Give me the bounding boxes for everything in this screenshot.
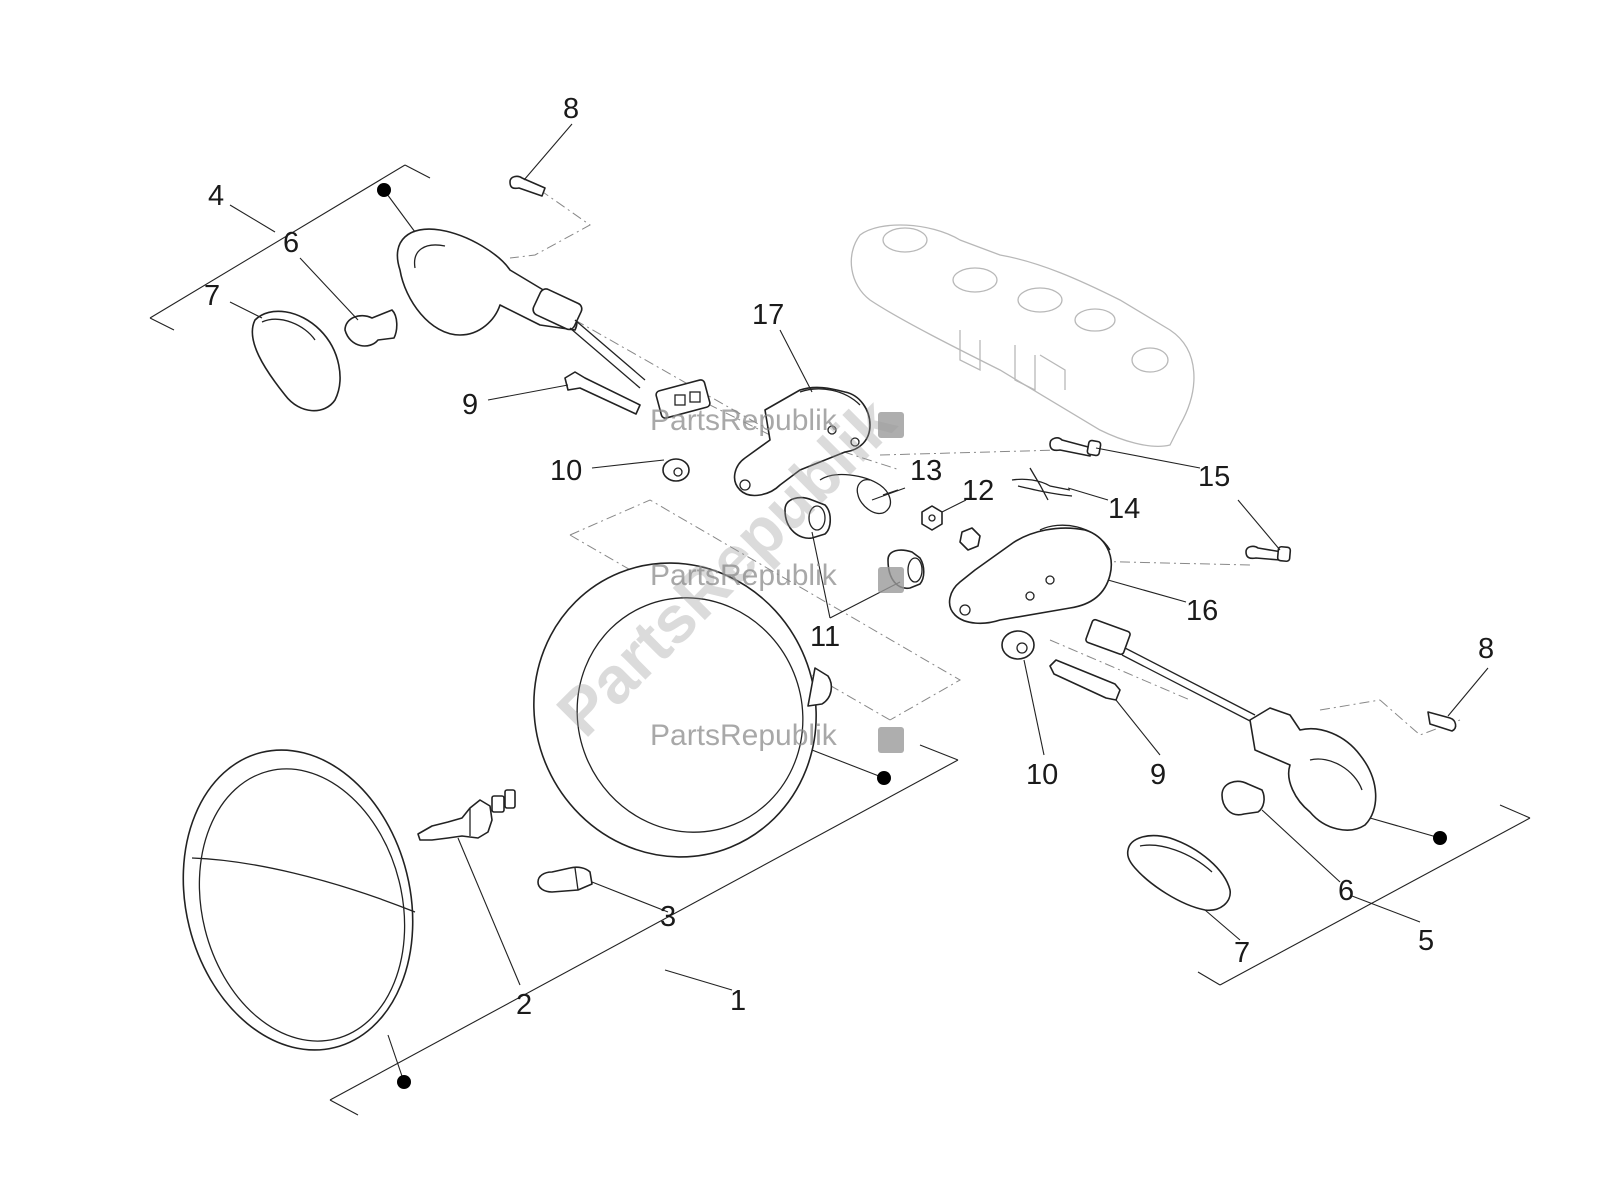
callout-7-right: 7	[1234, 937, 1250, 969]
gear-icon	[878, 727, 904, 753]
gear-icon	[878, 412, 904, 438]
callout-8-top: 8	[563, 93, 579, 125]
right-indicator-screw	[1427, 711, 1457, 732]
left-mount-bolt	[564, 371, 641, 415]
callout-15: 15	[1198, 461, 1230, 493]
lower-bolt	[1245, 545, 1292, 563]
small-grommet	[959, 527, 981, 551]
parking-bulb	[537, 866, 593, 893]
callout-9-right: 9	[1150, 759, 1166, 791]
callout-1: 1	[730, 985, 746, 1017]
right-indicator-bulb	[1221, 780, 1265, 816]
callout-3: 3	[660, 901, 676, 933]
headlight-shell	[533, 562, 833, 858]
right-indicator-housing	[1085, 618, 1377, 831]
hex-nut	[921, 505, 943, 531]
callout-12: 12	[962, 475, 994, 507]
watermark-middle: PartsRepublik	[650, 559, 904, 593]
left-indicator-bulb	[344, 309, 398, 347]
handlebar-clamp-ghost	[850, 224, 1195, 447]
spring-clip	[819, 473, 899, 515]
watermark-lower: PartsRepublik	[650, 719, 904, 753]
watermark-text-lower: PartsRepublik	[650, 719, 838, 752]
callout-5: 5	[1418, 925, 1434, 957]
headlight-bulb	[417, 789, 516, 841]
left-indicator-housing	[396, 228, 711, 419]
group-4-outline	[149, 164, 431, 331]
watermark-upper: PartsRepublik	[650, 404, 904, 438]
right-indicator-lens	[1126, 834, 1231, 912]
wire-clip	[1011, 467, 1073, 501]
callout-4: 4	[208, 180, 224, 212]
rubber-grommet-upper	[784, 496, 832, 539]
callout-7-left: 7	[204, 280, 220, 312]
group-dots	[377, 183, 1447, 1089]
gear-icon	[878, 567, 904, 593]
callout-8-right: 8	[1478, 633, 1494, 665]
right-bracket	[948, 524, 1112, 625]
callout-10-left: 10	[550, 455, 582, 487]
left-washer	[662, 458, 690, 482]
callout-16: 16	[1186, 595, 1218, 627]
callout-6-left: 6	[283, 227, 299, 259]
callout-6-right: 6	[1338, 875, 1354, 907]
group-5-outline	[1197, 804, 1531, 986]
watermark-text-upper: PartsRepublik	[650, 404, 838, 437]
right-washer	[1001, 630, 1035, 660]
leader-lines	[229, 123, 1489, 1083]
upper-bolt	[1049, 437, 1102, 457]
callout-11: 11	[810, 621, 840, 653]
watermark-text-middle: PartsRepublik	[650, 559, 838, 592]
left-indicator-lens	[251, 310, 341, 412]
callout-labels: 8 4 6 7 17 9 10 13 12 15 14 16 11 8 10 9…	[204, 93, 1494, 1021]
callout-10-right: 10	[1026, 759, 1058, 791]
callout-2: 2	[516, 989, 532, 1021]
callout-14: 14	[1108, 493, 1140, 525]
left-indicator-screw	[509, 175, 546, 197]
callout-9-left: 9	[462, 389, 478, 421]
group-1-outline	[329, 744, 959, 1116]
callout-17: 17	[752, 299, 784, 331]
left-bracket	[733, 386, 871, 497]
headlight-lens	[182, 749, 416, 1051]
callout-13: 13	[910, 455, 942, 487]
right-mount-bolt	[1049, 659, 1121, 701]
